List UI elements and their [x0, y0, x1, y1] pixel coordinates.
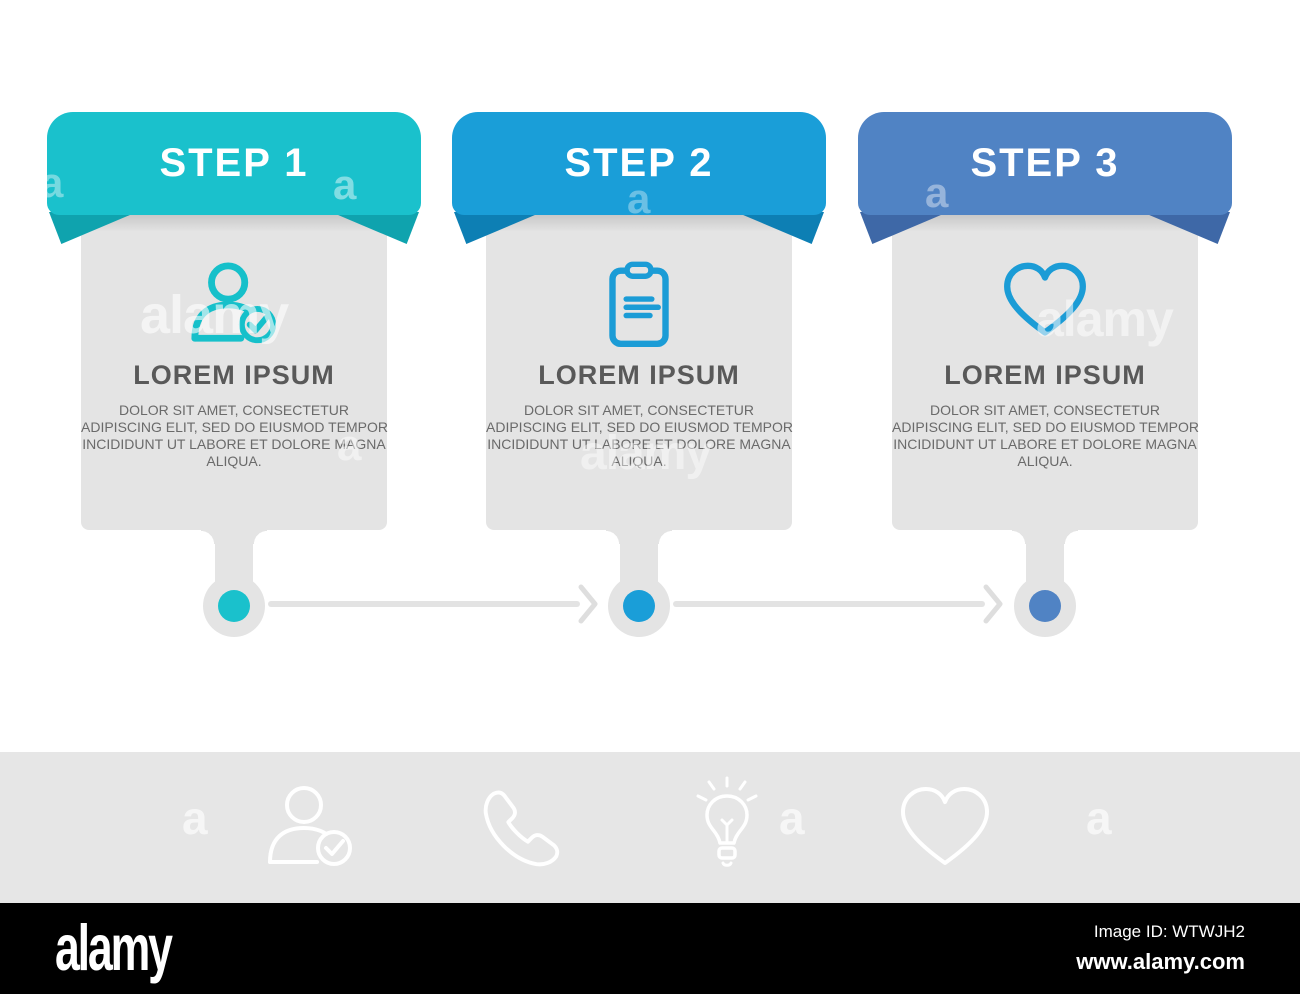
step-3-card: LOREM IPSUM DOLOR SIT AMET, CONSECTETUR …: [892, 214, 1200, 530]
heart-icon: [901, 787, 989, 865]
icon-strip: a a a: [0, 752, 1300, 903]
alamy-url-text: www.alamy.com: [1076, 949, 1245, 974]
timeline-node-1: [203, 575, 265, 637]
step-3-ribbon: STEP 3: [858, 112, 1232, 215]
alamy-logo: alamy: [55, 912, 173, 985]
alamy-meta: Image ID: WTWJH2 www.alamy.com: [1076, 922, 1245, 975]
step-3-group: LOREM IPSUM DOLOR SIT AMET, CONSECTETUR …: [858, 112, 1232, 640]
step-1-label: STEP 1: [159, 141, 309, 185]
timeline-dot-1: [218, 590, 250, 622]
step-2-group: LOREM IPSUM DOLOR SIT AMET, CONSECTETUR …: [452, 112, 826, 640]
image-id-text: Image ID: WTWJH2: [1093, 922, 1245, 941]
clipboard-icon: [607, 260, 671, 350]
step-3-label: STEP 3: [970, 141, 1120, 185]
step-2-card: LOREM IPSUM DOLOR SIT AMET, CONSECTETUR …: [486, 214, 794, 530]
timeline-node-2: [608, 575, 670, 637]
stem-fillet: [658, 530, 672, 544]
step-2-ribbon: STEP 2: [452, 112, 826, 215]
step-1-group: LOREM IPSUM DOLOR SIT AMET, CONSECTETUR …: [47, 112, 421, 640]
alamy-watermark: a: [1086, 792, 1112, 844]
step-2-label: STEP 2: [564, 141, 714, 185]
step-1-ribbon: STEP 1: [47, 112, 421, 215]
stem-fillet: [253, 530, 267, 544]
step-2-title: LOREM IPSUM: [538, 360, 740, 390]
alamy-watermark: a: [182, 792, 208, 844]
stem-fillet: [1064, 530, 1078, 544]
step-1-card: LOREM IPSUM DOLOR SIT AMET, CONSECTETUR …: [81, 214, 389, 530]
step-1-body: DOLOR SIT AMET, CONSECTETUR ADIPISCING E…: [81, 402, 389, 469]
user-check-icon: [184, 260, 284, 350]
phone-icon: [483, 790, 560, 867]
timeline-node-3: [1014, 575, 1076, 637]
step-3-title: LOREM IPSUM: [944, 360, 1146, 390]
heart-icon: [1000, 260, 1090, 350]
alamy-watermark: a: [779, 792, 805, 844]
stem-fillet: [606, 530, 620, 544]
arrow-right-icon: [673, 584, 1003, 624]
step-2-body: DOLOR SIT AMET, CONSECTETUR ADIPISCING E…: [486, 402, 794, 469]
step-1-title: LOREM IPSUM: [133, 360, 335, 390]
stem-fillet: [1012, 530, 1026, 544]
step-3-body: DOLOR SIT AMET, CONSECTETUR ADIPISCING E…: [892, 402, 1200, 469]
user-check-icon: [268, 786, 352, 866]
lightbulb-icon: [696, 776, 758, 867]
connector-stem-2: [620, 530, 658, 582]
timeline-dot-2: [623, 590, 655, 622]
timeline-dot-3: [1029, 590, 1061, 622]
arrow-right-icon: [268, 584, 598, 624]
connector-stem-3: [1026, 530, 1064, 582]
stem-fillet: [201, 530, 215, 544]
alamy-watermark-bar: alamy Image ID: WTWJH2 www.alamy.com: [0, 903, 1300, 994]
connector-stem-1: [215, 530, 253, 582]
